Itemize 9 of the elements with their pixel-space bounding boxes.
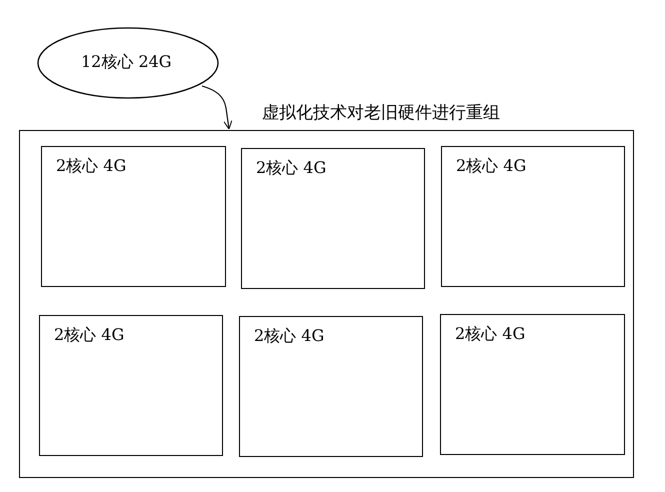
resource-box: 2核心 4G xyxy=(239,316,423,457)
resource-box: 2核心 4G xyxy=(441,146,625,287)
resource-box: 2核心 4G xyxy=(440,314,625,455)
resource-box: 2核心 4G xyxy=(241,148,425,289)
curved-arrow xyxy=(202,85,232,130)
resource-box: 2核心 4G xyxy=(39,315,223,456)
ellipse-node: 12核心 24G xyxy=(37,27,219,99)
heading: 虚拟化技术对老旧硬件进行重组 xyxy=(262,103,500,123)
resource-box: 2核心 4G xyxy=(41,146,226,287)
